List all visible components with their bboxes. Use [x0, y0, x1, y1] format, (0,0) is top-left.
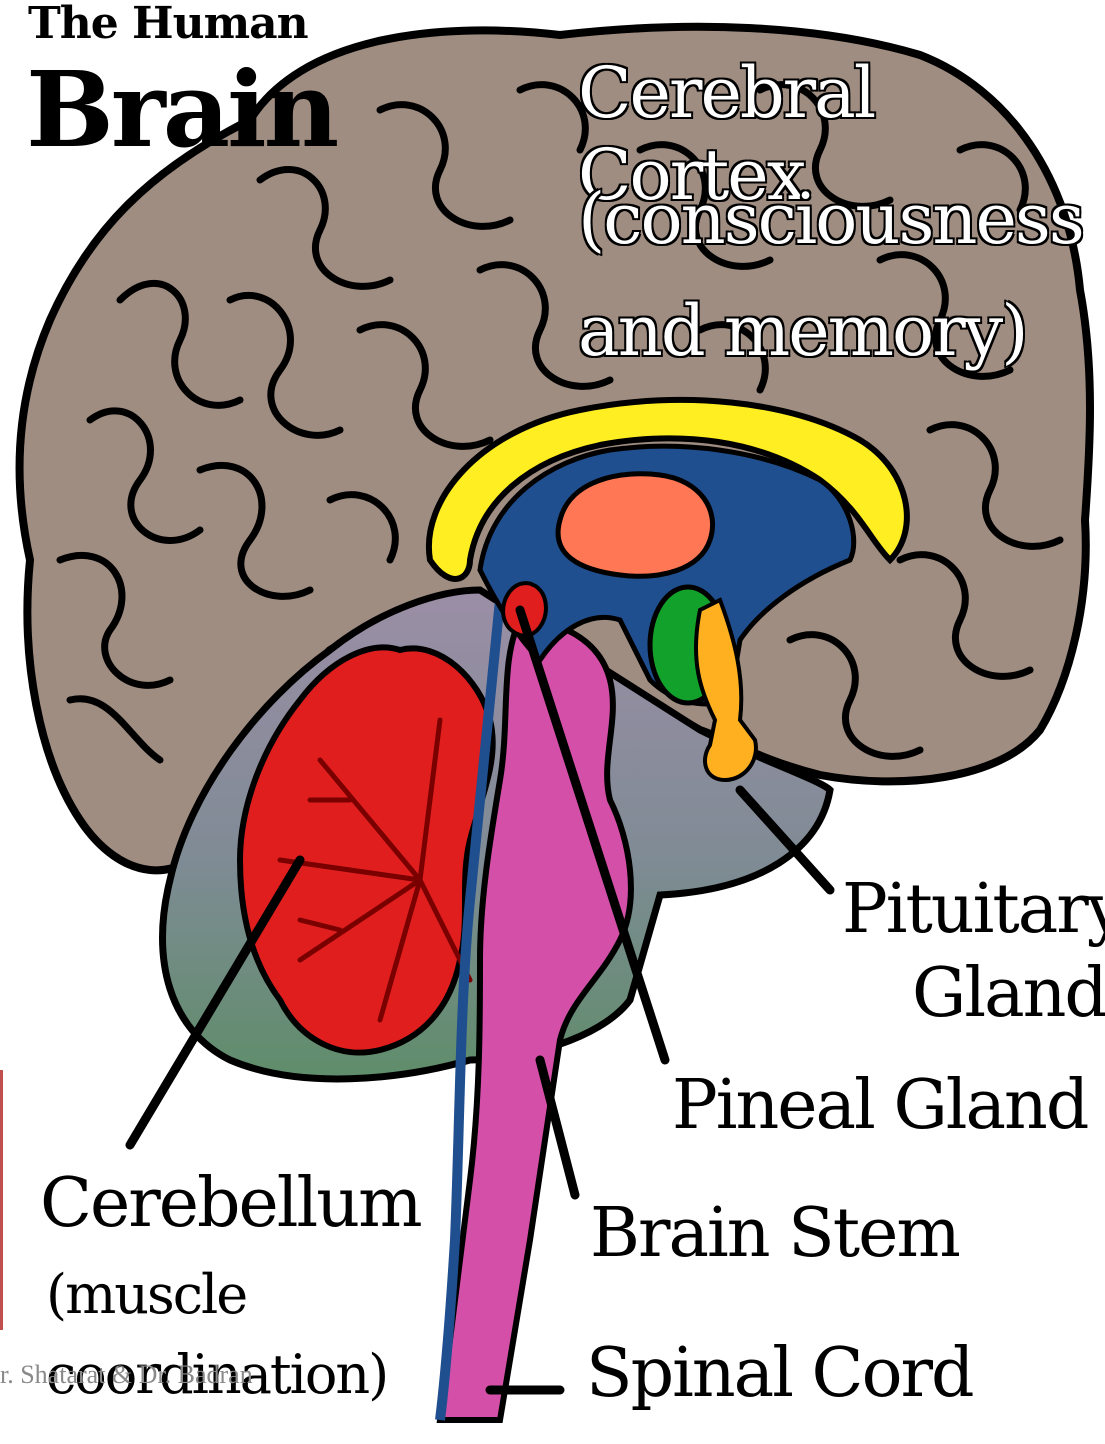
title-line-1: The Human	[28, 2, 308, 46]
label-cortex-desc-2: and memory)	[578, 290, 1027, 372]
thalamus-shape	[558, 474, 712, 576]
label-gland: Gland	[912, 960, 1105, 1028]
author-watermark: r. Shatarat & Dr. Badran	[0, 1360, 253, 1390]
label-pituitary: Pituitary	[842, 876, 1105, 944]
slide-edge-bar	[0, 1070, 3, 1330]
label-spinal-cord: Spinal Cord	[586, 1340, 973, 1408]
title-line-2: Brain	[26, 58, 336, 162]
label-cerebellum: Cerebellum	[40, 1170, 421, 1238]
label-cerebellum-desc-1: (muscle	[46, 1268, 246, 1322]
label-pineal-gland: Pineal Gland	[672, 1072, 1087, 1140]
label-brain-stem: Brain Stem	[590, 1200, 959, 1268]
label-cortex-desc-1: (consciousness	[578, 178, 1083, 260]
